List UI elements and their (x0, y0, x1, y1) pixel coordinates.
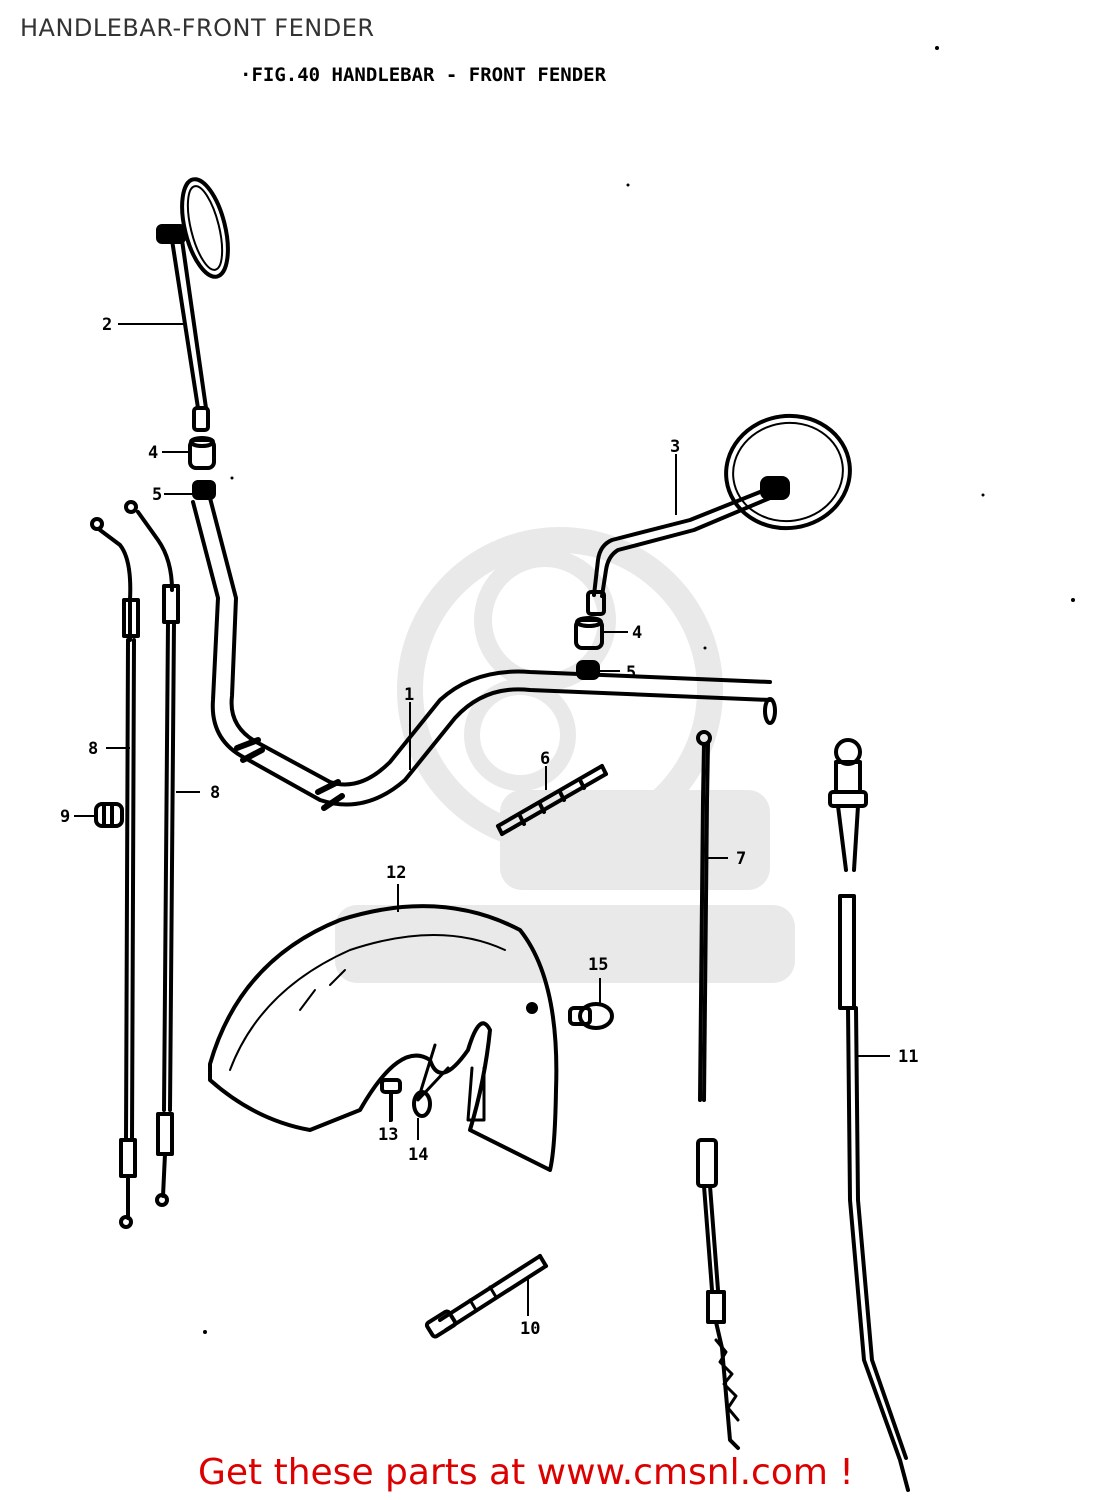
callout-10: 10 (520, 1319, 540, 1339)
figure-title: ·FIG.40 HANDLEBAR - FRONT FENDER (240, 64, 607, 86)
callout-6: 6 (540, 749, 550, 769)
front-fender (208, 904, 559, 1172)
callout-9: 9 (60, 807, 70, 827)
choke-cable (828, 738, 910, 1492)
callout-4-left: 4 (148, 443, 158, 463)
callout-11: 11 (898, 1047, 918, 1067)
left-mirror (156, 177, 230, 432)
cable-guide-bar (496, 764, 608, 836)
callout-5-left: 5 (152, 485, 162, 505)
callout-leaders (74, 323, 890, 1316)
watermark-logo: CMS WWW.CMSNL.COM (335, 527, 795, 983)
right-mirror (586, 413, 852, 616)
cable-adjuster (94, 802, 124, 828)
throttle-cable-b (124, 500, 180, 1207)
brake-cable (696, 730, 740, 1450)
handlebar (191, 496, 777, 811)
fender-washer (412, 1090, 432, 1118)
page-title: HANDLEBAR-FRONT FENDER (20, 14, 375, 42)
callout-4-right: 4 (632, 623, 642, 643)
left-mirror-rubber (188, 436, 216, 500)
fender-cap (526, 1002, 614, 1030)
footer-link[interactable]: Get these parts at www.cmsnl.com ! (198, 1452, 854, 1493)
callout-8-right: 8 (210, 783, 220, 803)
tool-rod (424, 1254, 548, 1339)
right-mirror-rubber (574, 616, 604, 680)
scan-specks (203, 46, 1075, 1334)
callout-13: 13 (378, 1125, 398, 1145)
callout-3: 3 (670, 437, 680, 457)
watermark-url-text: WWW.CMSNL.COM (363, 923, 762, 967)
callout-1: 1 (404, 685, 414, 705)
callout-15: 15 (588, 955, 608, 975)
callout-5-right: 5 (626, 663, 636, 683)
callout-12: 12 (386, 863, 406, 883)
callout-8-left: 8 (88, 739, 98, 759)
callout-14: 14 (408, 1145, 428, 1165)
callout-2: 2 (102, 315, 112, 335)
callout-7: 7 (736, 849, 746, 869)
throttle-cable-a (90, 517, 140, 1229)
